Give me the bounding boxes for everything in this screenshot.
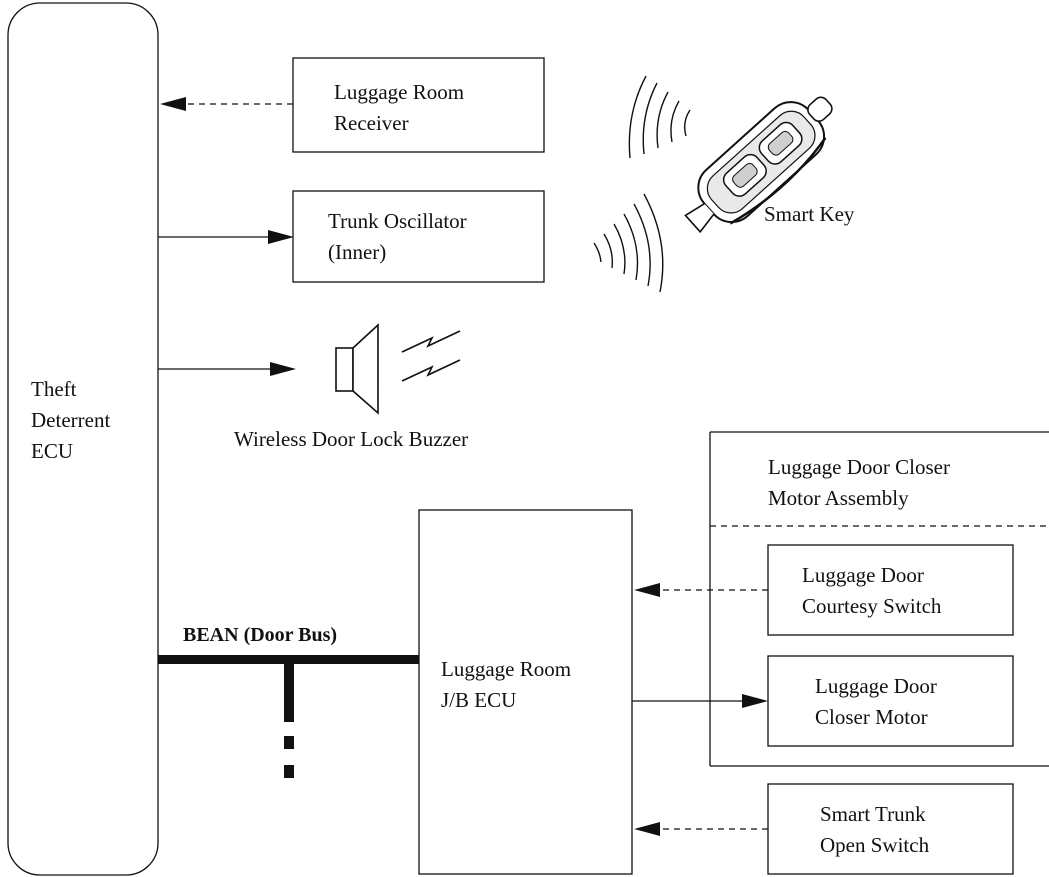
buzzer-speaker-icon: [335, 323, 461, 415]
courtesy-switch-to-jb-ecu-dashed-arrow: [634, 583, 768, 597]
oscillator-radio-waves-icon: [593, 193, 664, 293]
jb-ecu-label-line-2: J/B ECU: [441, 688, 516, 712]
smart-key-radio-waves-icon: [628, 75, 691, 159]
assembly-label-line-2: Motor Assembly: [768, 486, 909, 510]
receiver-label-line-1: Luggage Room: [334, 80, 464, 104]
open-switch-label-line-2: Open Switch: [820, 833, 930, 857]
theft-deterrent-ecu-block: Theft Deterrent ECU: [7, 2, 159, 876]
oscillator-label-line-1: Trunk Oscillator: [328, 209, 467, 233]
courtesy-switch-block: Luggage Door Courtesy Switch: [767, 544, 1014, 636]
smart-trunk-open-switch-block: Smart Trunk Open Switch: [767, 783, 1014, 875]
closer-motor-label-line-1: Luggage Door: [815, 674, 937, 698]
receiver-label-line-2: Receiver: [334, 111, 409, 135]
trunk-oscillator-block: Trunk Oscillator (Inner): [292, 190, 545, 283]
open-switch-to-jb-ecu-dashed-arrow: [634, 822, 768, 836]
luggage-room-receiver-block: Luggage Room Receiver: [292, 57, 545, 153]
bean-door-bus-line: [158, 655, 419, 778]
buzzer-label: Wireless Door Lock Buzzer: [234, 427, 468, 451]
jb-ecu-to-closer-motor-arrow: [632, 694, 768, 708]
closer-motor-block: Luggage Door Closer Motor: [767, 655, 1014, 747]
jb-ecu-label-line-1: Luggage Room: [441, 657, 571, 681]
courtesy-switch-label-line-1: Luggage Door: [802, 563, 924, 587]
receiver-to-ecu-dashed-arrow: [160, 97, 293, 111]
bus-label: BEAN (Door Bus): [183, 624, 337, 646]
ecu-to-oscillator-arrow: [158, 230, 294, 244]
luggage-room-jb-ecu-block: Luggage Room J/B ECU: [418, 509, 633, 875]
theft-ecu-label-line-1: Theft: [31, 377, 77, 401]
closer-motor-assembly-outline: [709, 431, 1049, 767]
theft-ecu-label-line-3: ECU: [31, 439, 73, 463]
assembly-label-line-1: Luggage Door Closer: [768, 455, 950, 479]
smart-key-icon: [684, 96, 833, 234]
oscillator-label-line-2: (Inner): [328, 240, 386, 264]
theft-ecu-label-line-2: Deterrent: [31, 408, 110, 432]
closer-motor-label-line-2: Closer Motor: [815, 705, 928, 729]
courtesy-switch-label-line-2: Courtesy Switch: [802, 594, 942, 618]
smart-key-label: Smart Key: [764, 202, 855, 226]
ecu-to-buzzer-arrow: [158, 362, 296, 376]
open-switch-label-line-1: Smart Trunk: [820, 802, 926, 826]
